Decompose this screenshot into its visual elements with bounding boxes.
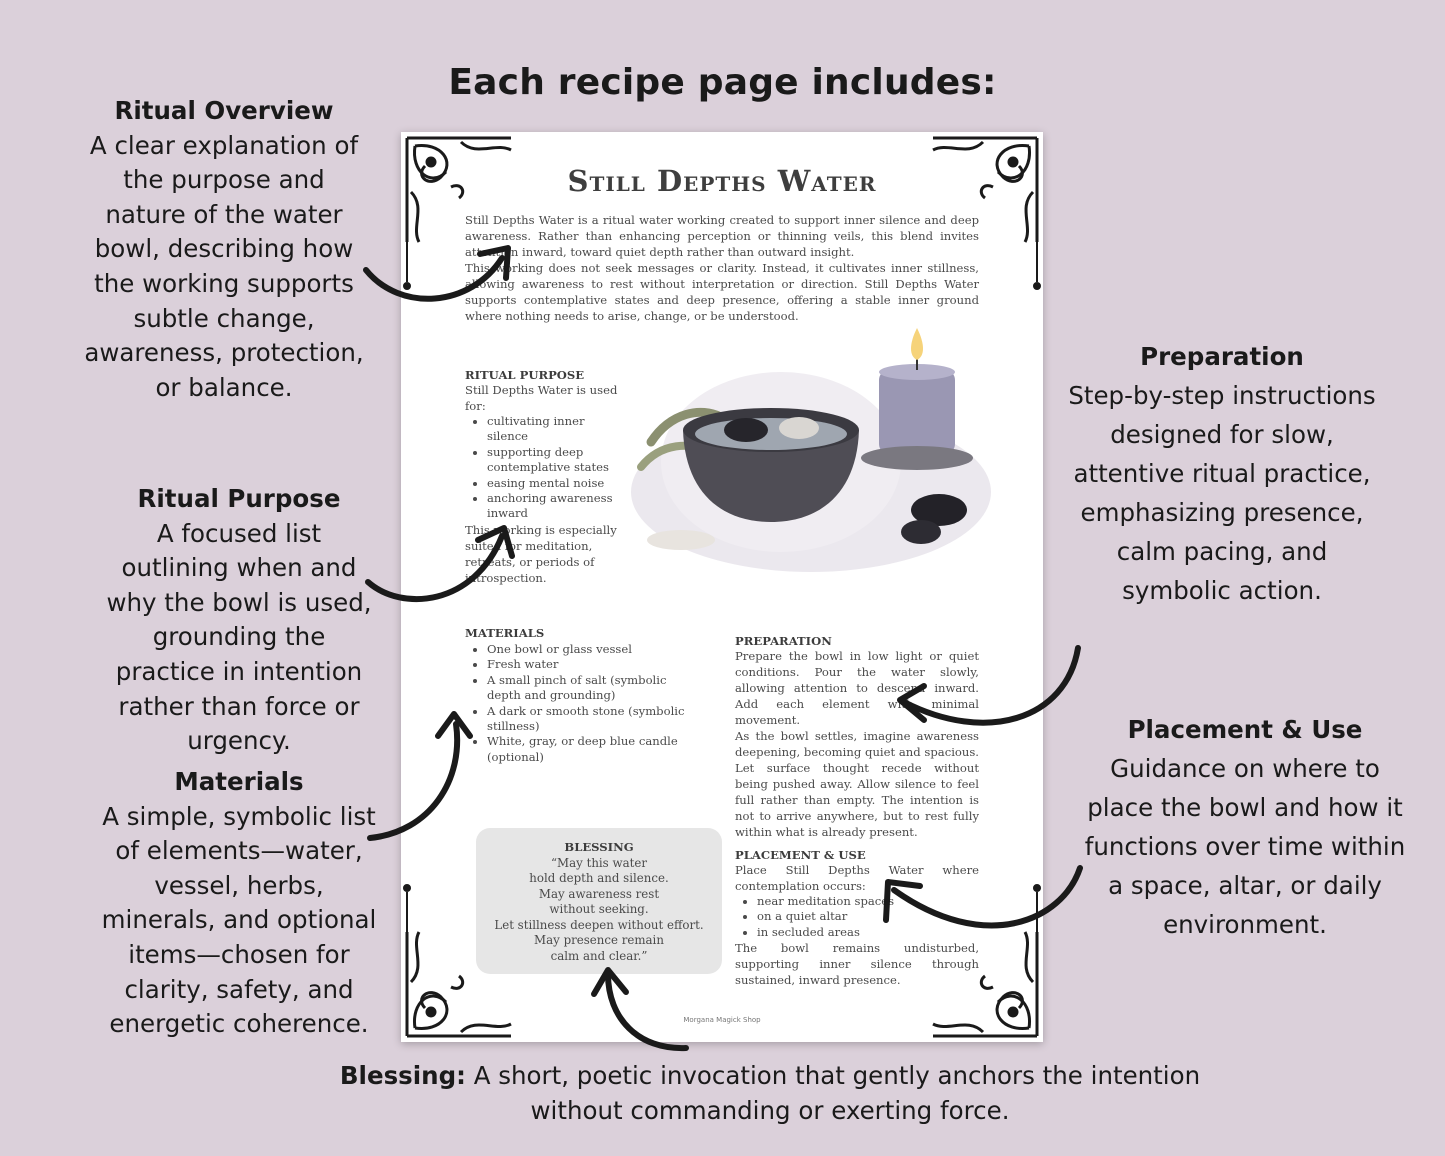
list-item: anchoring awareness inward	[487, 491, 625, 522]
annotation-preparation: Preparation Step-by-step instructions de…	[1066, 337, 1378, 610]
list-item: Fresh water	[487, 657, 689, 672]
annotation-text: A focused list outlining when and why th…	[106, 518, 372, 756]
placement-section: Placement & Use Place Still Depths Water…	[735, 848, 979, 988]
corner-flourish-bottom-left-icon	[405, 931, 512, 1038]
annotation-text: A simple, symbolic list of elements—wate…	[101, 801, 377, 1039]
blessing-line: “May this water	[551, 855, 647, 870]
annotation-ritual-overview: Ritual Overview A clear explanation of t…	[84, 94, 364, 405]
annotation-text: Step-by-step instructions designed for s…	[1068, 381, 1376, 605]
annotation-ritual-purpose: Ritual Purpose A focused list outlining …	[100, 482, 378, 759]
annotation-title: Ritual Purpose	[137, 484, 341, 513]
recipe-title: Still Depths Water	[567, 164, 877, 198]
shop-footer: Morgana Magick Shop	[683, 1016, 761, 1024]
annotation-placement-use: Placement & Use Guidance on where to pla…	[1082, 710, 1408, 944]
list-item: cultivating inner silence	[487, 414, 625, 445]
blessing-line: calm and clear.”	[550, 948, 648, 963]
list-item: A small pinch of salt (symbolic depth an…	[487, 673, 689, 704]
annotation-title: Preparation	[1140, 342, 1304, 371]
section-label: Materials	[465, 626, 545, 640]
list-item: White, gray, or deep blue candle (option…	[487, 734, 689, 765]
list-item: One bowl or glass vessel	[487, 642, 689, 657]
annotation-title: Ritual Overview	[114, 96, 334, 125]
blessing-line: hold depth and silence.	[529, 871, 669, 885]
purpose-lead: Still Depths Water is used for:	[465, 383, 618, 413]
section-label: Ritual Purpose	[465, 368, 585, 382]
section-label: Blessing	[564, 840, 634, 854]
intro-paragraph: This working does not seek messages or c…	[465, 261, 979, 323]
blessing-line: without seeking.	[549, 902, 649, 916]
annotation-title: Materials	[174, 767, 304, 796]
list-item: on a quiet altar	[757, 909, 979, 924]
purpose-list: cultivating inner silence supporting dee…	[465, 414, 625, 522]
annotation-blessing: Blessing: A short, poetic invocation tha…	[330, 1058, 1210, 1128]
side-ornament-right-icon	[1033, 242, 1041, 932]
list-item: A dark or smooth stone (symbolic stillne…	[487, 704, 689, 735]
blessing-line: Let stillness deepen without effort.	[494, 917, 704, 932]
list-item: near meditation spaces	[757, 894, 979, 909]
materials-section: Materials One bowl or glass vessel Fresh…	[465, 626, 689, 765]
arrow-overview-icon	[363, 245, 511, 302]
corner-flourish-bottom-right-icon	[932, 931, 1039, 1038]
corner-flourish-top-right-icon	[932, 136, 1039, 243]
arrow-materials-icon	[367, 711, 473, 841]
placement-list: near meditation spaces on a quiet altar …	[735, 894, 979, 940]
arrow-blessing-icon	[591, 967, 689, 1052]
side-ornament-left-icon	[403, 242, 411, 932]
arrow-purpose-icon	[365, 525, 515, 603]
corner-flourish-top-left-icon	[405, 136, 512, 243]
list-item: easing mental noise	[487, 476, 625, 491]
annotation-materials: Materials A simple, symbolic list of ele…	[98, 765, 380, 1042]
intro-paragraph: Still Depths Water is a ritual water wor…	[465, 213, 979, 259]
annotation-text: A short, poetic invocation that gently a…	[465, 1061, 1201, 1125]
section-label: Placement & Use	[735, 848, 866, 862]
blessing-box: Blessing “May this water hold depth and …	[476, 828, 722, 974]
annotation-text: A clear explanation of the purpose and n…	[84, 130, 364, 402]
blessing-line: May awareness rest	[538, 886, 660, 901]
section-label: Preparation	[735, 634, 832, 648]
materials-list: One bowl or glass vessel Fresh water A s…	[465, 642, 689, 765]
annotation-text: Guidance on where to place the bowl and …	[1084, 754, 1406, 939]
recipe-intro: Still Depths Water is a ritual water wor…	[465, 212, 979, 324]
blessing-line: May presence remain	[534, 933, 664, 947]
preparation-paragraph: As the bowl settles, imagine awareness d…	[735, 729, 979, 839]
placement-lead: Place Still Depths Water where contempla…	[735, 863, 979, 893]
arrow-placement-icon	[883, 865, 1083, 929]
arrow-preparation-icon	[897, 645, 1081, 726]
list-item: in secluded areas	[757, 925, 979, 940]
list-item: supporting deep contemplative states	[487, 445, 625, 476]
annotation-title: Placement & Use	[1127, 715, 1363, 744]
main-heading: Each recipe page includes:	[448, 62, 997, 103]
annotation-title: Blessing:	[339, 1061, 466, 1090]
water-bowl-illustration	[631, 328, 991, 572]
placement-tail: The bowl remains undisturbed, supporting…	[735, 941, 979, 988]
recipe-page: Still Depths Water Still Depths Water is…	[401, 132, 1043, 1042]
